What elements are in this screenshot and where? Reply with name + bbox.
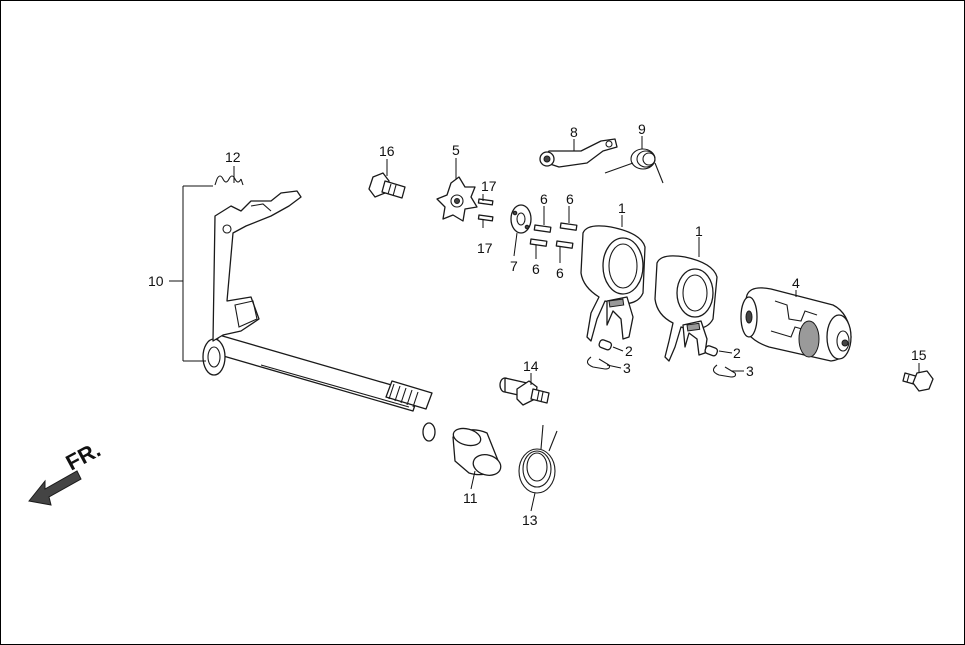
callout-2-right: 2 (733, 345, 741, 361)
bolt-15 (902, 370, 934, 392)
dowel-pins-17 (477, 198, 494, 222)
stud-bolt-14 (499, 377, 550, 406)
callout-16: 16 (379, 143, 395, 159)
callout-14: 14 (523, 358, 539, 374)
callout-7: 7 (510, 258, 518, 274)
callout-1-right: 1 (695, 223, 703, 239)
fork-pin-2-left (598, 339, 613, 351)
stopper-arm-spring (604, 148, 664, 184)
shift-fork-left (580, 225, 646, 342)
drum-stopper-arm (539, 138, 618, 168)
callout-6-lower-right: 6 (556, 265, 564, 281)
callout-15: 15 (911, 347, 927, 363)
callout-1-left: 1 (618, 200, 626, 216)
callout-leaders (169, 136, 920, 512)
front-direction-label: FR. (62, 437, 105, 476)
cotter-clip-3-right (712, 364, 737, 378)
callout-17-lower: 17 (477, 240, 493, 256)
callout-6-upper-left: 6 (540, 191, 548, 207)
gearshift-spindle (202, 190, 436, 442)
drum-center-plate (510, 204, 532, 234)
shift-fork-right (654, 255, 718, 362)
spindle-torsion-spring (518, 424, 558, 494)
front-direction-arrow: FR. (28, 437, 105, 506)
cotter-clip-3-left (586, 356, 611, 370)
callout-9: 9 (638, 121, 646, 137)
shift-drum-star-plate (436, 176, 478, 222)
callout-10: 10 (148, 273, 164, 289)
callout-3-left: 3 (623, 360, 631, 376)
spindle-return-spring (214, 175, 244, 186)
drum-pins-6 (529, 222, 578, 249)
callout-12: 12 (225, 149, 241, 165)
callout-6-upper-right: 6 (566, 191, 574, 207)
callout-3-right: 3 (746, 363, 754, 379)
callout-6-lower-left: 6 (532, 261, 540, 277)
callout-11: 11 (463, 490, 478, 506)
shift-drum (740, 287, 852, 362)
shaft-collar (452, 427, 502, 476)
callout-4: 4 (792, 275, 800, 291)
callout-13: 13 (522, 512, 538, 528)
callout-labels: 12 10 16 5 17 17 7 6 6 6 6 8 9 1 1 4 2 3… (148, 121, 927, 528)
callout-2-left: 2 (625, 343, 633, 359)
fork-pin-2-right (704, 345, 719, 357)
callout-5: 5 (452, 142, 460, 158)
bolt-16 (368, 172, 406, 199)
callout-17-upper: 17 (481, 178, 497, 194)
callout-8: 8 (570, 124, 578, 140)
